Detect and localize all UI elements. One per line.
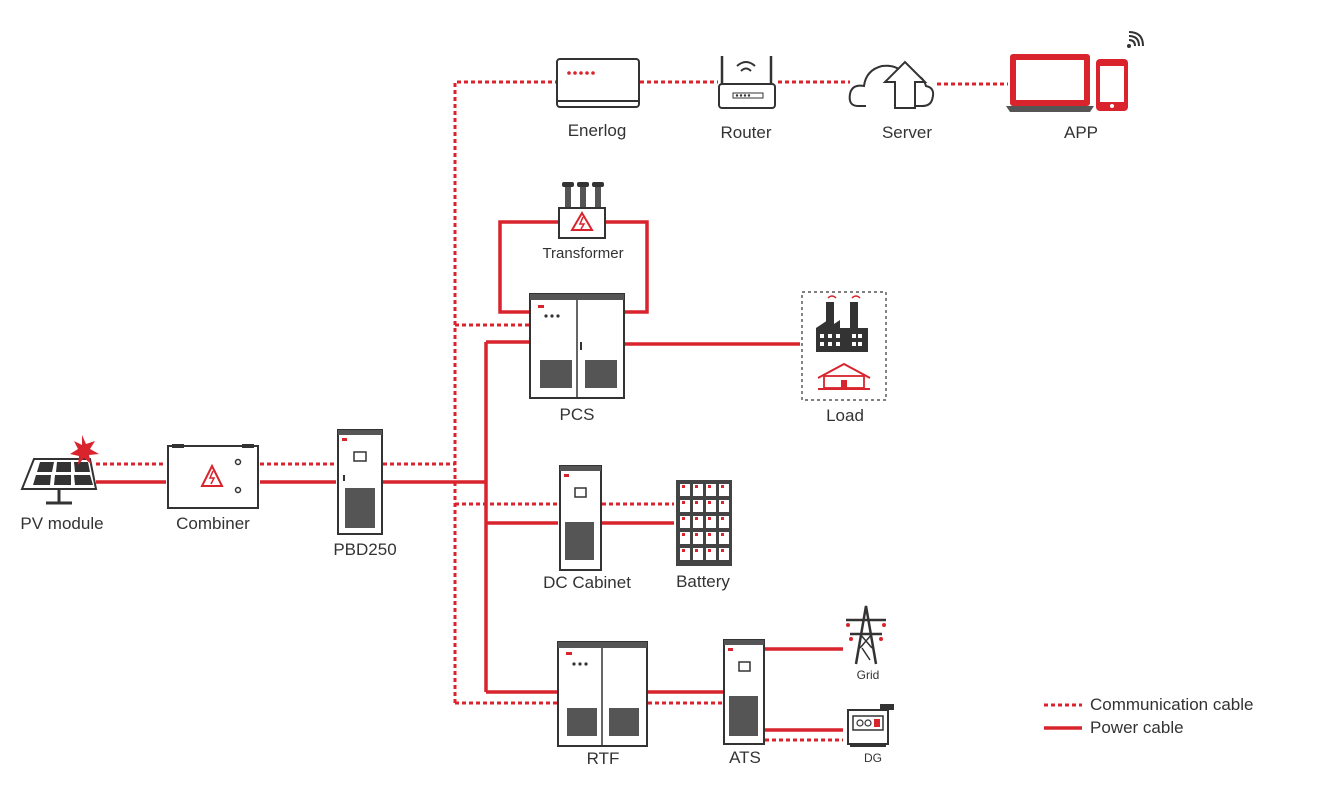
communication-cables bbox=[96, 80, 1008, 742]
generator-icon bbox=[847, 704, 894, 747]
wifi-icon bbox=[1127, 31, 1144, 48]
router-device: Router bbox=[718, 56, 776, 142]
pv-module-label: PV module bbox=[20, 514, 103, 533]
cabinet-icon bbox=[337, 429, 383, 535]
cabinet-icon bbox=[723, 639, 765, 745]
router-label: Router bbox=[720, 123, 771, 142]
cabinet-icon bbox=[557, 641, 648, 747]
legend-power: Power cable bbox=[1044, 718, 1184, 737]
combiner-box-icon bbox=[167, 444, 259, 509]
battery-rack-icon bbox=[676, 480, 732, 566]
app-device: APP bbox=[1006, 31, 1144, 142]
solar-panel-icon bbox=[20, 435, 99, 505]
legend-communication-label: Communication cable bbox=[1090, 695, 1253, 714]
dg-device: DG bbox=[847, 704, 894, 765]
legend: Communication cable Power cable bbox=[1044, 695, 1253, 737]
load-device: Load bbox=[801, 291, 887, 425]
legend-communication: Communication cable bbox=[1044, 695, 1253, 714]
rtf-label: RTF bbox=[587, 749, 620, 768]
data-logger-icon bbox=[556, 58, 640, 108]
enerlog-device: Enerlog bbox=[556, 58, 640, 140]
ats-device: ATS bbox=[723, 639, 765, 767]
pcs-device: PCS bbox=[529, 293, 625, 424]
load-label: Load bbox=[826, 406, 864, 425]
pbd250-device: PBD250 bbox=[333, 429, 397, 559]
factory-icon bbox=[816, 295, 868, 352]
transformer-device: Transformer bbox=[542, 182, 624, 262]
dg-label: DG bbox=[864, 751, 882, 765]
server-device: Server bbox=[848, 60, 935, 142]
cabinet-icon bbox=[559, 465, 602, 571]
router-icon bbox=[718, 56, 776, 109]
power-tower-icon bbox=[846, 605, 886, 665]
house-icon bbox=[817, 362, 871, 390]
ats-label: ATS bbox=[729, 748, 761, 767]
cabinet-icon bbox=[529, 293, 625, 399]
transformer-label: Transformer bbox=[542, 245, 623, 262]
pbd250-label: PBD250 bbox=[333, 540, 396, 559]
dc-cabinet-device: DC Cabinet bbox=[543, 465, 631, 592]
legend-power-label: Power cable bbox=[1090, 718, 1184, 737]
dc-cabinet-label: DC Cabinet bbox=[543, 573, 631, 592]
battery-device: Battery bbox=[676, 480, 732, 591]
phone-icon bbox=[1096, 59, 1128, 111]
server-label: Server bbox=[882, 123, 932, 142]
grid-label: Grid bbox=[857, 668, 880, 682]
rtf-device: RTF bbox=[557, 641, 648, 768]
grid-device: Grid bbox=[846, 605, 886, 682]
laptop-icon bbox=[1006, 54, 1094, 112]
app-label: APP bbox=[1064, 123, 1098, 142]
power-cables bbox=[96, 220, 843, 732]
transformer-icon bbox=[558, 182, 606, 239]
combiner-device: Combiner bbox=[167, 444, 259, 533]
pv-module-device: PV module bbox=[20, 435, 104, 533]
cloud-upload-icon bbox=[848, 60, 935, 109]
enerlog-label: Enerlog bbox=[568, 121, 627, 140]
pcs-label: PCS bbox=[560, 405, 595, 424]
battery-label: Battery bbox=[676, 572, 730, 591]
combiner-label: Combiner bbox=[176, 514, 250, 533]
